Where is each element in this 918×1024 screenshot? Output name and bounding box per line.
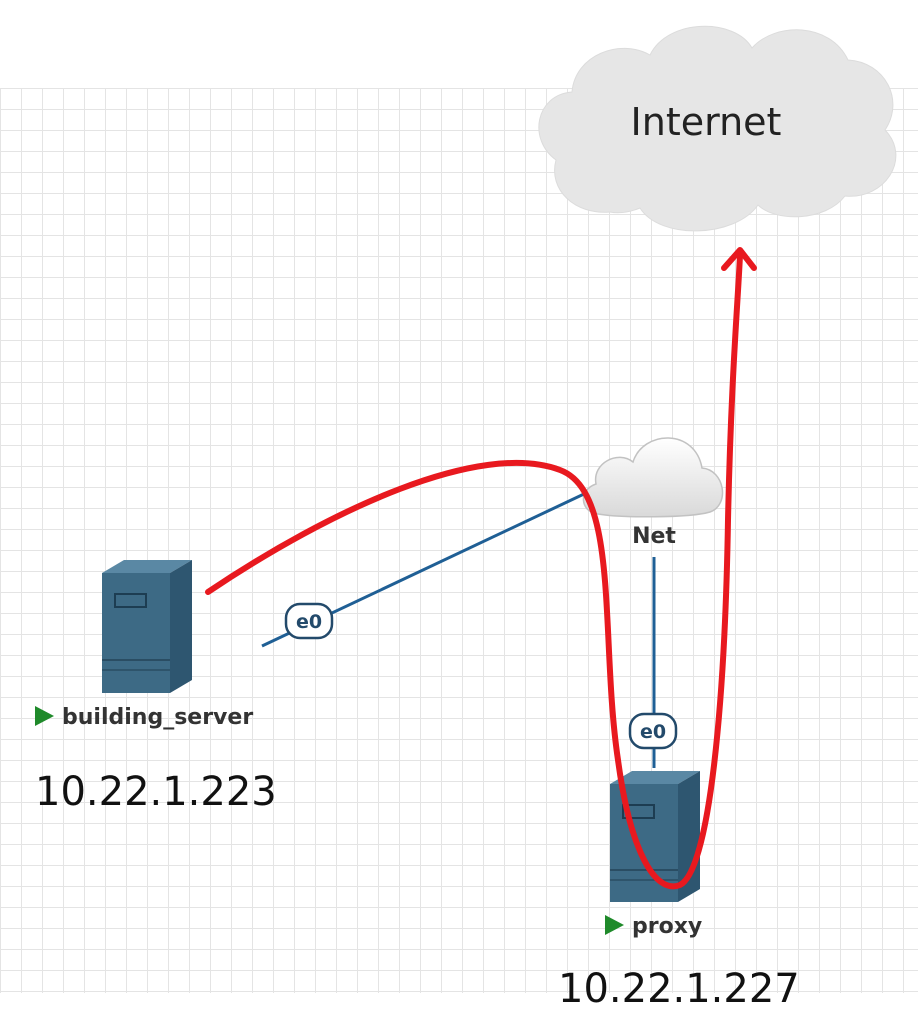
- topology-grid: [0, 88, 918, 993]
- cloud-icon: [538, 25, 897, 232]
- net-cloud-label: Net: [632, 524, 676, 549]
- internet-cloud[interactable]: Internet: [538, 25, 897, 232]
- traffic-arrowhead-icon: [721, 247, 757, 271]
- node-proxy[interactable]: proxy: [605, 771, 702, 939]
- node-name-label: building_server: [62, 705, 253, 730]
- node-building-server[interactable]: building_server: [35, 560, 253, 730]
- interface-badge-proxy-e0[interactable]: e0: [628, 712, 678, 750]
- interface-badge-building-server-e0[interactable]: e0: [284, 602, 334, 640]
- interface-label: e0: [640, 721, 666, 743]
- running-indicator-icon: [35, 706, 54, 726]
- running-indicator-icon: [605, 915, 624, 935]
- proxy-ip-label: 10.22.1.227: [558, 966, 800, 1012]
- server-icon: [102, 560, 192, 693]
- building-server-ip-label: 10.22.1.223: [35, 769, 277, 815]
- traffic-annotation-path: [205, 252, 743, 890]
- cloud-icon: [582, 437, 724, 518]
- net-cloud[interactable]: Net: [582, 437, 724, 549]
- node-name-label: proxy: [632, 914, 702, 939]
- interface-label: e0: [296, 611, 322, 633]
- internet-cloud-label: Internet: [631, 100, 782, 144]
